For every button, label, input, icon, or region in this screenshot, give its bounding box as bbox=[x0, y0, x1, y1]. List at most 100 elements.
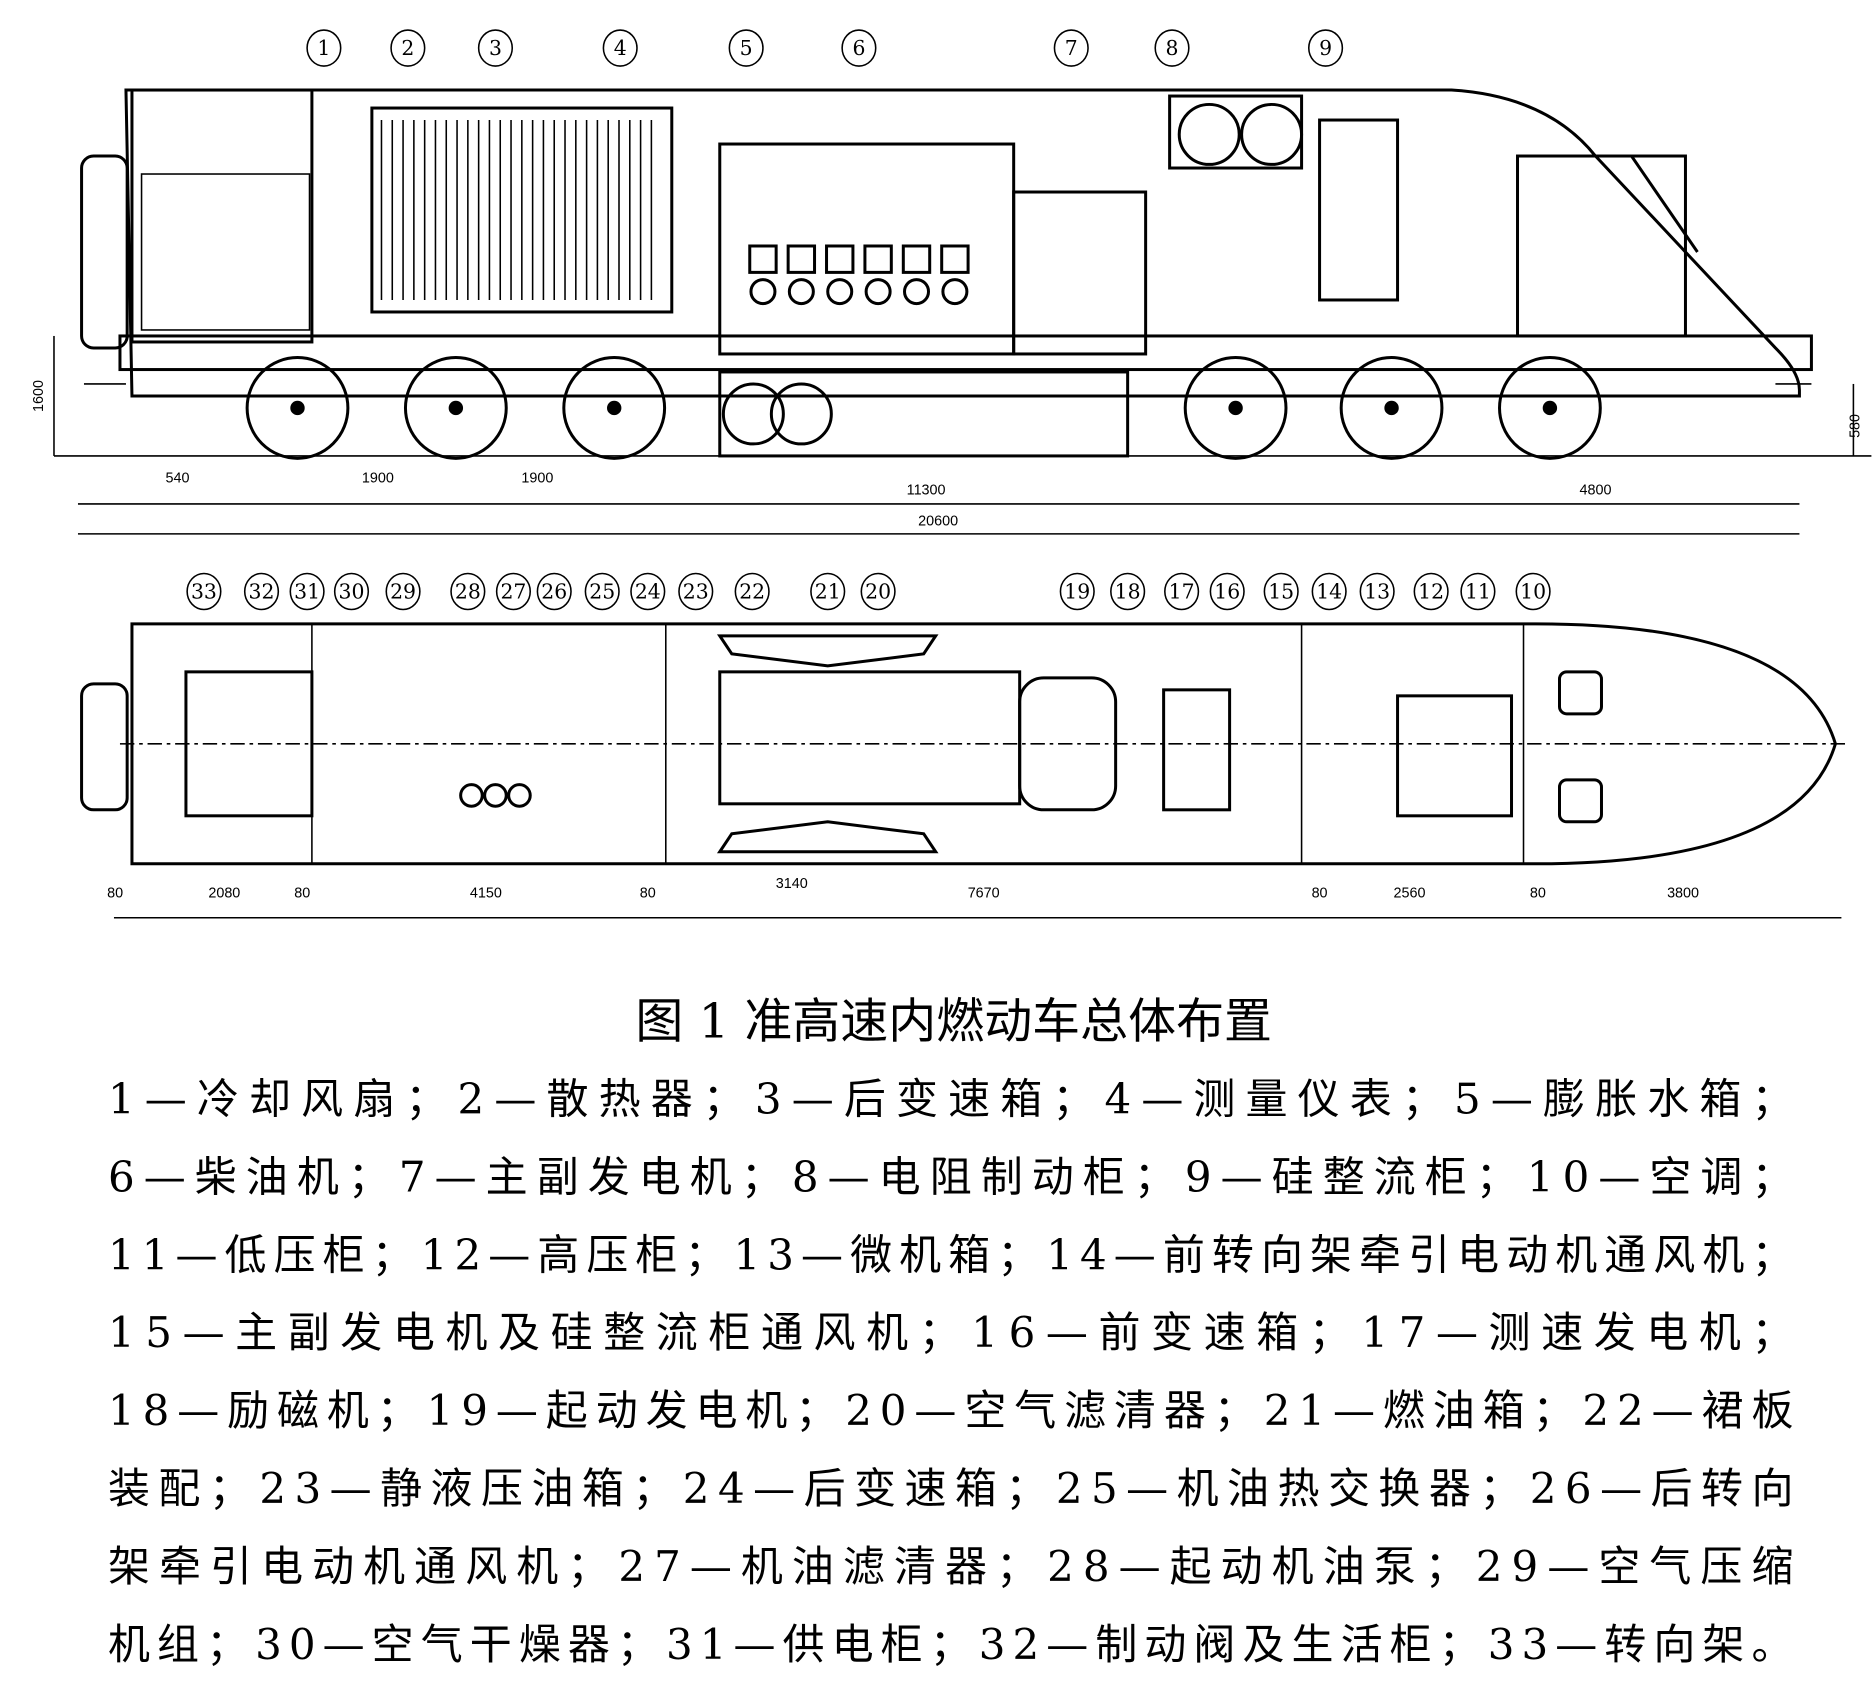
callout-number: 4 bbox=[614, 36, 627, 60]
callout-number: 20 bbox=[865, 580, 891, 604]
dimension-label: 2560 bbox=[1394, 885, 1426, 901]
callout-27: 27 bbox=[495, 572, 532, 611]
callout-23: 23 bbox=[678, 572, 714, 611]
filter bbox=[459, 783, 484, 808]
axle bbox=[1228, 400, 1243, 416]
callout-19: 19 bbox=[1059, 572, 1095, 611]
callout-number: 12 bbox=[1418, 580, 1444, 604]
callout-9: 9 bbox=[1308, 29, 1344, 67]
callout-number: 16 bbox=[1214, 580, 1240, 604]
cylinder-head bbox=[903, 278, 931, 306]
cylinder-head bbox=[826, 278, 854, 306]
callout-6: 6 bbox=[841, 29, 877, 67]
figure-title: 图 1 准高速内燃动车总体布置 bbox=[635, 994, 1272, 1050]
side-view-dimensions: 540 1900 1900 11300 4800 20600 1600 580 bbox=[31, 335, 1872, 535]
axle bbox=[1384, 400, 1399, 416]
legend-line: 1—冷却风扇；2—散热器；3—后变速箱；4—测量仪表；5—膨胀水箱； bbox=[108, 1074, 1793, 1123]
callout-number: 27 bbox=[500, 580, 526, 604]
figure-legend: 1—冷却风扇；2—散热器；3—后变速箱；4—测量仪表；5—膨胀水箱； 6—柴油机；… bbox=[108, 1074, 1793, 1669]
callout-number: 19 bbox=[1064, 580, 1090, 604]
cylinder-head bbox=[749, 278, 777, 306]
cylinder bbox=[863, 244, 893, 274]
callout-25: 25 bbox=[584, 572, 620, 611]
height-left-label: 1600 bbox=[31, 380, 47, 412]
callout-7: 7 bbox=[1053, 29, 1089, 67]
callout-1: 1 bbox=[306, 29, 342, 67]
dimension-label: 2080 bbox=[208, 885, 240, 901]
callout-number: 10 bbox=[1520, 580, 1546, 604]
dimension-label: 1900 bbox=[362, 470, 394, 486]
callout-30: 30 bbox=[333, 572, 370, 611]
callout-number: 2 bbox=[401, 36, 414, 60]
cylinder-head bbox=[864, 278, 892, 306]
dimension-label: 3140 bbox=[776, 876, 808, 892]
callout-number: 30 bbox=[339, 580, 365, 604]
callout-32: 32 bbox=[243, 572, 280, 611]
axle bbox=[1542, 400, 1558, 416]
plan-view-drawing bbox=[80, 622, 1848, 866]
callout-3: 3 bbox=[477, 29, 514, 67]
cylinder bbox=[748, 244, 778, 274]
callout-15: 15 bbox=[1263, 572, 1299, 611]
callout-22: 22 bbox=[734, 572, 770, 611]
callout-number: 24 bbox=[635, 580, 661, 604]
callout-number: 14 bbox=[1316, 580, 1342, 604]
overall-length-label: 20600 bbox=[918, 514, 958, 530]
legend-line: 15—主副发电机及硅整流柜通风机；16—前变速箱；17—测速发电机； bbox=[108, 1308, 1793, 1357]
callout-number: 22 bbox=[739, 580, 765, 604]
callout-10: 10 bbox=[1515, 572, 1551, 611]
axle bbox=[448, 400, 464, 416]
wheel bbox=[1498, 356, 1602, 460]
callout-number: 28 bbox=[455, 580, 481, 604]
callout-number: 23 bbox=[683, 580, 709, 604]
callout-14: 14 bbox=[1311, 572, 1347, 611]
dimension-label: 4800 bbox=[1579, 482, 1611, 498]
callout-number: 26 bbox=[541, 580, 567, 604]
legend-line: 装配；23—静液压油箱；24—后变速箱；25—机油热交换器；26—后转向 bbox=[108, 1464, 1793, 1513]
cylinder bbox=[901, 244, 932, 274]
callout-number: 11 bbox=[1465, 580, 1491, 604]
callout-number: 33 bbox=[191, 580, 217, 604]
axle bbox=[290, 400, 305, 416]
legend-line: 架牵引电动机通风机；27—机油滤清器；28—起动机油泵；29—空气压缩 bbox=[108, 1542, 1793, 1591]
callout-number: 21 bbox=[815, 580, 841, 604]
height-right-label: 580 bbox=[1847, 414, 1863, 438]
legend-line: 6—柴油机；7—主副发电机；8—电阻制动柜；9—硅整流柜；10—空调； bbox=[108, 1152, 1793, 1201]
callout-number: 3 bbox=[489, 36, 502, 60]
dimension-label: 540 bbox=[166, 470, 190, 486]
wheel bbox=[562, 356, 667, 460]
callout-number: 1 bbox=[317, 36, 330, 60]
wheel bbox=[245, 356, 350, 460]
callout-21: 21 bbox=[810, 572, 846, 611]
cylinder-head bbox=[941, 278, 969, 306]
callout-4: 4 bbox=[602, 29, 638, 67]
callout-20: 20 bbox=[860, 572, 896, 611]
callout-26: 26 bbox=[536, 572, 572, 611]
callout-11: 11 bbox=[1460, 572, 1496, 611]
callout-24: 24 bbox=[630, 572, 666, 611]
callout-number: 13 bbox=[1364, 580, 1390, 604]
callout-8: 8 bbox=[1154, 29, 1190, 67]
wheel bbox=[1183, 356, 1288, 460]
legend-line: 18—励磁机；19—起动发电机；20—空气滤清器；21—燃油箱；22—裙板 bbox=[108, 1386, 1793, 1435]
callout-number: 5 bbox=[740, 36, 753, 60]
callout-33: 33 bbox=[186, 572, 222, 611]
dimension-label: 80 bbox=[1530, 885, 1546, 901]
callout-number: 9 bbox=[1319, 36, 1332, 60]
filter bbox=[483, 783, 508, 808]
callout-2: 2 bbox=[390, 29, 426, 67]
side-view-drawing bbox=[80, 88, 1813, 460]
legend-line: 11—低压柜；12—高压柜；13—微机箱；14—前转向架牵引电动机通风机； bbox=[108, 1230, 1793, 1279]
dimension-label: 80 bbox=[107, 885, 123, 901]
callout-13: 13 bbox=[1359, 572, 1395, 611]
callout-18: 18 bbox=[1110, 572, 1146, 611]
cylinder bbox=[786, 244, 817, 274]
callout-number: 15 bbox=[1268, 580, 1294, 604]
dimension-label: 7670 bbox=[968, 885, 1000, 901]
callout-number: 18 bbox=[1115, 580, 1141, 604]
dimension-label: 80 bbox=[640, 885, 656, 901]
callout-number: 31 bbox=[294, 580, 320, 604]
